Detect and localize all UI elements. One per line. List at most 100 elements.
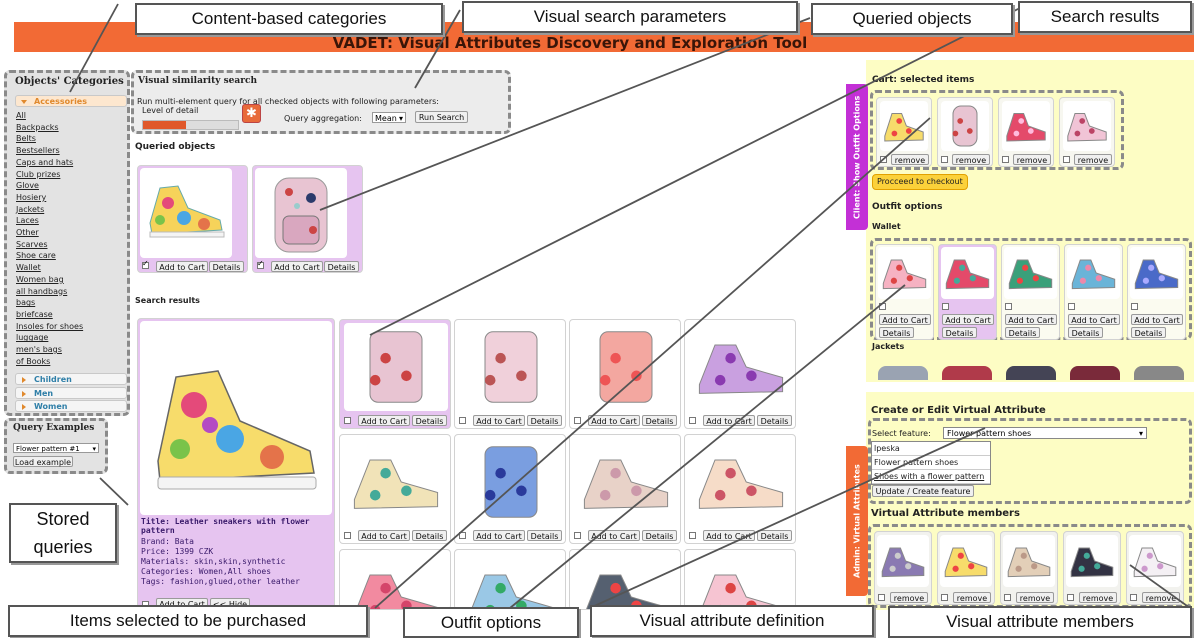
cart-item-wallet[interactable]: remove [998, 97, 1054, 167]
details-button[interactable]: Details [942, 327, 977, 338]
remove-button[interactable]: remove [1016, 592, 1054, 603]
category-link[interactable]: men's bags [16, 345, 62, 355]
category-link[interactable]: Bestsellers [16, 146, 60, 156]
queried-item-backpack[interactable]: Add to Cart Details [252, 165, 363, 273]
category-link[interactable]: Shoe care [16, 251, 56, 261]
member-checkbox[interactable] [1067, 594, 1074, 601]
result-checkbox[interactable] [344, 532, 351, 539]
details-button[interactable]: Details [757, 415, 792, 426]
add-to-cart-button[interactable]: Add to Cart [271, 261, 323, 272]
category-link[interactable]: Backpacks [16, 122, 59, 132]
add-to-cart-button[interactable]: Add to Cart [358, 530, 410, 541]
accordion-section[interactable]: Children [15, 373, 127, 385]
aggregation-select[interactable]: Mean▾ [372, 112, 406, 123]
category-link[interactable]: Jackets [16, 204, 45, 214]
run-search-button[interactable]: Run Search [415, 111, 468, 123]
feature-option[interactable]: lpeska [872, 442, 990, 456]
wallet-checkbox[interactable] [1068, 303, 1075, 310]
details-button[interactable]: Details [642, 530, 677, 541]
load-example-button[interactable]: Load example [13, 456, 73, 467]
queried-item-checkbox[interactable] [142, 259, 149, 269]
details-button[interactable]: Details [324, 261, 359, 272]
details-button[interactable]: Details [1068, 327, 1103, 338]
result-checkbox[interactable] [344, 417, 351, 424]
jacket-thumb[interactable] [878, 366, 928, 380]
result-checkbox[interactable] [459, 417, 466, 424]
category-link[interactable]: of Books [16, 356, 51, 366]
category-link[interactable]: Caps and hats [16, 157, 74, 167]
add-to-cart-button[interactable]: Add to Cart [1005, 314, 1057, 325]
category-link[interactable]: Hosiery [16, 192, 47, 202]
accordion-section[interactable]: Men [15, 386, 127, 399]
queried-item-checkbox[interactable] [257, 259, 264, 269]
feature-option[interactable]: Shoes with a flower pattern [872, 470, 990, 484]
queried-item-sneaker[interactable]: Add to Cart Details [137, 165, 248, 273]
details-button[interactable]: Details [1005, 327, 1040, 338]
details-button[interactable]: Details [1131, 327, 1166, 338]
member-checkbox[interactable] [941, 594, 948, 601]
va-member[interactable]: remove [937, 531, 995, 605]
result-card[interactable] [454, 549, 566, 610]
remove-button[interactable]: remove [1013, 154, 1051, 165]
result-checkbox[interactable] [689, 532, 696, 539]
member-checkbox[interactable] [1004, 594, 1011, 601]
va-member[interactable]: remove [1000, 531, 1058, 605]
jacket-thumb[interactable] [1070, 366, 1120, 380]
remove-button[interactable]: remove [952, 154, 990, 165]
details-button[interactable]: Details [527, 530, 562, 541]
category-link[interactable]: Scarves [16, 239, 48, 249]
member-checkbox[interactable] [1130, 594, 1137, 601]
result-checkbox[interactable] [574, 532, 581, 539]
member-checkbox[interactable] [878, 594, 885, 601]
category-link[interactable]: All [16, 111, 26, 120]
result-card[interactable] [684, 549, 796, 610]
jacket-thumb[interactable] [1134, 366, 1184, 380]
add-to-cart-button[interactable]: Add to Cart [473, 415, 525, 426]
details-button[interactable]: Details [757, 530, 792, 541]
checkout-button[interactable]: Procceed to checkout [872, 174, 968, 190]
category-link[interactable]: Belts [16, 134, 36, 144]
result-card[interactable] [339, 549, 451, 610]
category-link[interactable]: Laces [16, 216, 39, 226]
wallet-checkbox[interactable] [1131, 303, 1138, 310]
cart-item-scarf[interactable]: remove [1059, 97, 1115, 167]
details-button[interactable]: Details [879, 327, 914, 338]
category-link[interactable]: bags [16, 298, 36, 308]
remove-button[interactable]: remove [1079, 592, 1117, 603]
feature-select[interactable]: Flower pattern shoes▾ [943, 427, 1147, 439]
level-slider[interactable] [142, 120, 239, 130]
add-to-cart-button[interactable]: Add to Cart [879, 314, 931, 325]
category-link[interactable]: Club prizes [16, 169, 61, 179]
category-link[interactable]: Glove [16, 181, 39, 191]
details-button[interactable]: Details [412, 530, 447, 541]
remove-button[interactable]: remove [953, 592, 991, 603]
details-button[interactable]: Details [527, 415, 562, 426]
jacket-thumb[interactable] [1006, 366, 1056, 380]
wallet-checkbox[interactable] [1005, 303, 1012, 310]
category-link[interactable]: all handbags [16, 286, 68, 296]
add-to-cart-button[interactable]: Add to Cart [1068, 314, 1120, 325]
settings-gear-icon[interactable]: ✱ [242, 104, 261, 123]
category-link[interactable]: Wallet [16, 263, 41, 273]
category-link[interactable]: briefcase [16, 309, 53, 319]
result-checkbox[interactable] [459, 532, 466, 539]
category-link[interactable]: Insoles for shoes [16, 321, 84, 331]
result-checkbox[interactable] [689, 417, 696, 424]
cart-item-checkbox[interactable] [941, 156, 948, 163]
add-to-cart-button[interactable]: Add to Cart [703, 530, 755, 541]
query-example-select[interactable]: Flower pattern #1▾ [13, 443, 99, 453]
remove-button[interactable]: remove [891, 154, 929, 165]
remove-button[interactable]: remove [1142, 592, 1180, 603]
add-to-cart-button[interactable]: Add to Cart [588, 530, 640, 541]
add-to-cart-button[interactable]: Add to Cart [473, 530, 525, 541]
result-checkbox[interactable] [574, 417, 581, 424]
add-to-cart-button[interactable]: Add to Cart [703, 415, 755, 426]
